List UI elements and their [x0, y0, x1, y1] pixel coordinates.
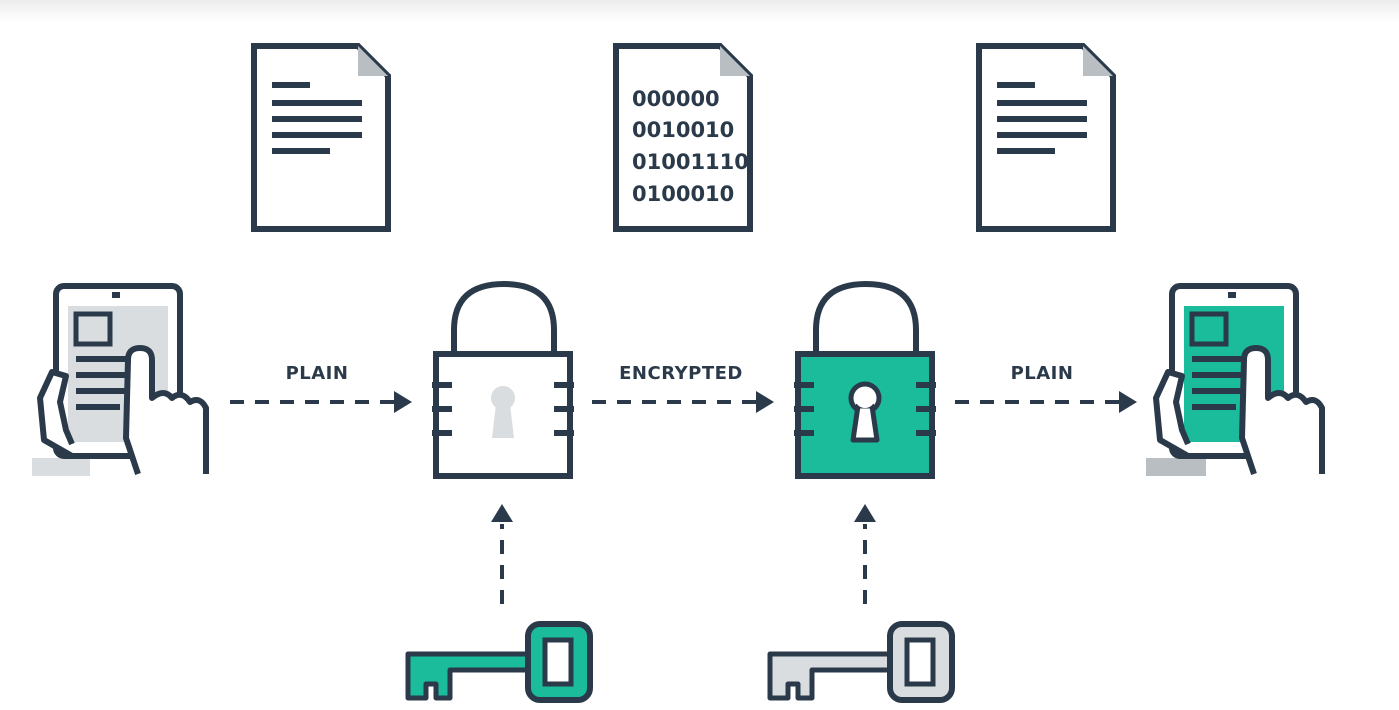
plain-document-left: [251, 43, 391, 232]
binary-line-3: 01001110: [632, 150, 749, 174]
keyhole-icon: [491, 386, 515, 438]
key-icon-green: [405, 621, 593, 703]
binary-line-1: 000000: [632, 87, 720, 111]
binary-line-4: 0100010: [632, 182, 734, 206]
encrypted-document: 000000 0010010 01001110 0100010: [613, 43, 753, 232]
label-plain-left: PLAIN: [286, 363, 349, 384]
binary-line-2: 0010010: [632, 118, 734, 142]
tablet-hand-icon-left: [32, 283, 209, 476]
label-plain-right: PLAIN: [1011, 363, 1074, 384]
tablet-hand-icon-right: [1146, 283, 1325, 476]
key-icon-grey: [767, 621, 955, 703]
top-shade: [0, 0, 1399, 22]
padlock-open-icon: [432, 280, 574, 479]
plain-document-right: [976, 43, 1116, 232]
keyhole-icon: [848, 381, 882, 443]
padlock-locked-icon: [794, 280, 936, 479]
label-encrypted: ENCRYPTED: [619, 363, 743, 384]
